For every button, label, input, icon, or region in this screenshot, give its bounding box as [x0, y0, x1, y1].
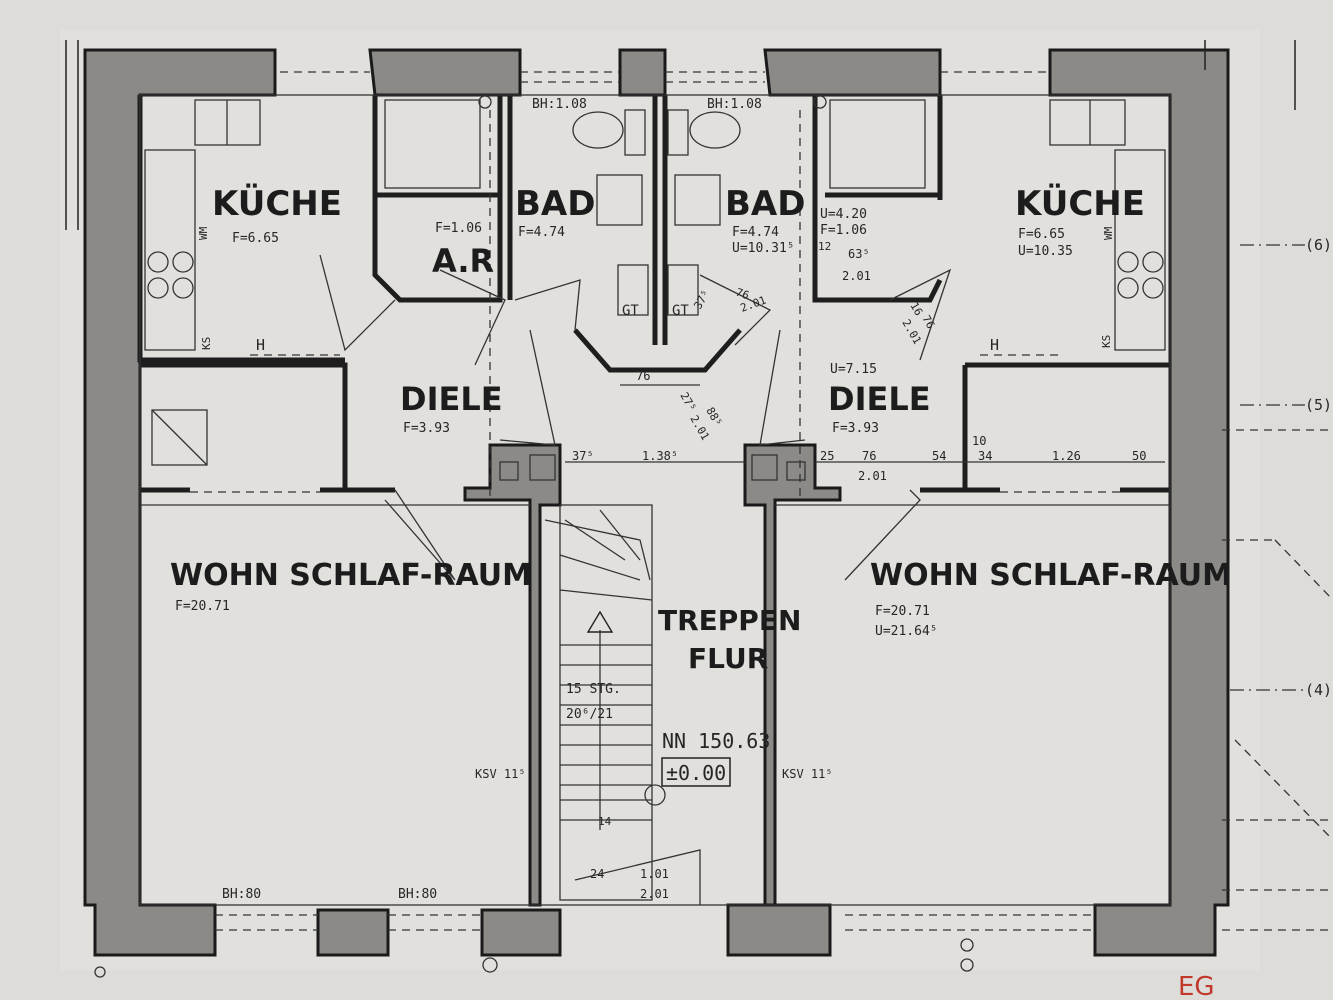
- dim-201f: 2.01: [640, 887, 669, 901]
- nn-elevation-label: NN 150.63: [662, 729, 770, 753]
- room-perimeter-bad-right: U=10.31⁵: [732, 241, 795, 256]
- room-name-treppen: TREPPEN: [658, 604, 801, 637]
- axis-label-4: (4): [1305, 681, 1332, 699]
- room-perimeter-kueche-right: U=10.35: [1018, 244, 1073, 259]
- room-area-diele-left: F=3.93: [403, 421, 450, 436]
- room-perimeter-wohn-right: U=21.64⁵: [875, 624, 938, 639]
- dim-101: 1.01: [640, 867, 669, 881]
- stair-count-label: 15 STG.: [566, 682, 621, 697]
- dim-54: 54: [932, 449, 946, 463]
- windows: [190, 71, 1120, 931]
- room-name-wohn-left: WOHN SCHLAF-RAUM: [170, 558, 532, 593]
- dim-25: 25: [820, 449, 834, 463]
- dim-63: 63⁵: [848, 247, 870, 261]
- ks-label-right: KS: [1100, 335, 1113, 348]
- room-name-diele-right: DIELE: [828, 380, 931, 418]
- staircase: [559, 504, 666, 901]
- dimension-lines: [489, 110, 1333, 931]
- dim-138: 1.38⁵: [642, 449, 678, 463]
- room-perimeter-ar-right: U=4.20: [820, 207, 867, 222]
- h-label-right: H: [990, 336, 999, 354]
- ksv-label-left: KSV 11⁵: [475, 767, 526, 781]
- bh-label-window-a: BH:80: [222, 887, 261, 902]
- gt-label-right: GT: [672, 303, 689, 319]
- room-area-ar-left: F=1.06: [435, 221, 482, 236]
- dim-76c: 76: [919, 313, 937, 331]
- zero-level-box: [661, 757, 731, 787]
- bottom-markers: [94, 938, 974, 978]
- room-name-diele-left: DIELE: [400, 380, 503, 418]
- ksv-label-right: KSV 11⁵: [782, 767, 833, 781]
- stair-number-label: 14: [598, 815, 612, 828]
- axis-label-6: (6): [1305, 236, 1332, 254]
- gt-label-left: GT: [622, 303, 639, 319]
- zero-level-label: ±0.00: [666, 761, 726, 785]
- axis-labels: (6) (5) (4): [1305, 236, 1332, 699]
- room-area-kueche-left: F=6.65: [232, 231, 279, 246]
- dim-201a: 2.01: [858, 469, 887, 483]
- door-swings: [319, 254, 952, 905]
- dim-201c: 2.01: [842, 269, 871, 283]
- dim-37: 37⁵: [572, 449, 594, 463]
- dim-76a: 76: [862, 449, 876, 463]
- room-name-bad-left: BAD: [515, 184, 595, 224]
- ks-label-left: KS: [200, 337, 213, 350]
- bh-label-left: BH:1.08: [532, 97, 587, 112]
- dim-12: 12: [818, 240, 831, 253]
- room-area-wohn-left: F=20.71: [175, 599, 230, 614]
- axis-label-5: (5): [1305, 396, 1332, 414]
- dim-10: 10: [972, 434, 986, 448]
- dim-34: 34: [978, 449, 992, 463]
- room-name-ar-left: A.R: [432, 242, 494, 280]
- room-perimeter-diele-right: U=7.15: [830, 362, 877, 377]
- room-area-bad-right: F=4.74: [732, 225, 779, 240]
- wm-label-right: WM: [1102, 226, 1115, 240]
- room-area-bad-left: F=4.74: [518, 225, 565, 240]
- room-name-flur: FLUR: [688, 642, 768, 675]
- room-labels: KÜCHE F=6.65 BAD F=4.74 F=1.06 A.R BAD F…: [170, 183, 1232, 675]
- room-area-ar-right: F=1.06: [820, 223, 867, 238]
- room-area-kueche-right: F=6.65: [1018, 227, 1065, 242]
- dim-126: 1.26: [1052, 449, 1081, 463]
- frame-lines: [65, 40, 1296, 906]
- h-label-left: H: [256, 336, 265, 354]
- room-name-kueche-right: KÜCHE: [1015, 183, 1145, 224]
- room-area-diele-right: F=3.93: [832, 421, 879, 436]
- room-name-bad-right: BAD: [725, 184, 805, 224]
- dim-50: 50: [1132, 449, 1146, 463]
- dim-16: 16: [907, 300, 925, 318]
- dim-76b: 76: [636, 369, 650, 383]
- bh-label-right: BH:1.08: [707, 97, 762, 112]
- room-name-kueche-left: KÜCHE: [212, 183, 342, 224]
- fixtures: [144, 95, 1166, 481]
- dim-76d: 76: [734, 286, 751, 303]
- floor-mark-eg: EG: [1178, 972, 1215, 1000]
- bh-label-window-b: BH:80: [398, 887, 437, 902]
- annotation-labels: BH:1.08 BH:1.08 BH:80 BH:80 15 STG. 20⁶/…: [197, 97, 1215, 1000]
- paper-sheet: [60, 30, 1260, 970]
- stair-dimension-label: 20⁶/21: [566, 707, 613, 722]
- room-name-wohn-right: WOHN SCHLAF-RAUM: [870, 558, 1232, 593]
- dim-24: 24: [590, 867, 604, 881]
- walls: [83, 48, 1230, 957]
- wm-label-left: WM: [197, 226, 210, 240]
- room-area-wohn-right: F=20.71: [875, 604, 930, 619]
